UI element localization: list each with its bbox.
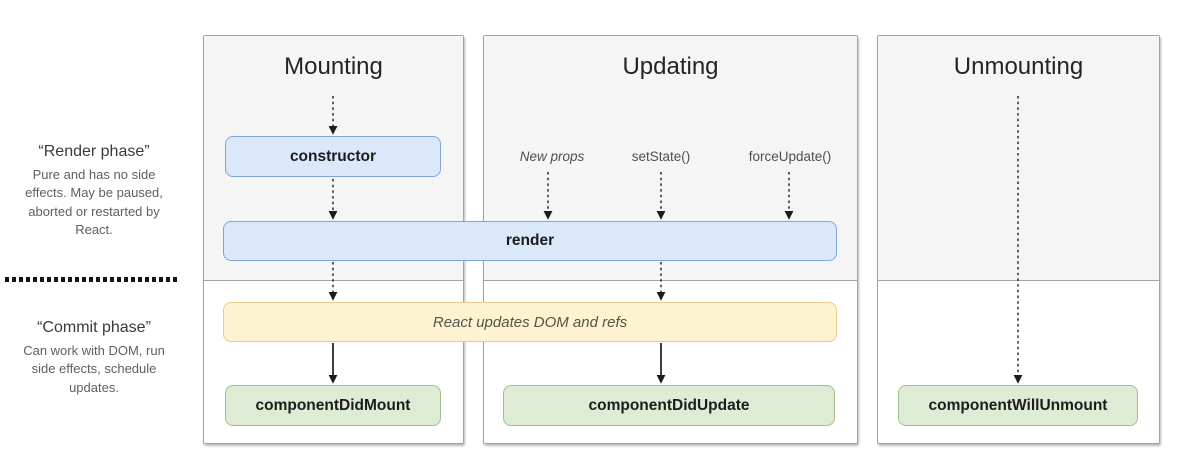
render-phase-label-block: “Render phase” Pure and has no side effe… xyxy=(6,143,182,240)
new-props-trigger-label: New props xyxy=(519,149,585,164)
unmounting-render-phase-zone: Unmounting xyxy=(878,36,1159,281)
updating-column-title: Updating xyxy=(622,53,719,80)
render-phase-title: “Render phase” xyxy=(38,143,150,160)
phase-divider-dotted-line xyxy=(5,277,180,282)
component-will-unmount-box: componentWillUnmount xyxy=(898,385,1138,426)
forceupdate-trigger-label: forceUpdate() xyxy=(748,149,832,164)
commit-phase-description: Can work with DOM, run side effects, sch… xyxy=(23,343,165,395)
mounting-column-title: Mounting xyxy=(284,53,383,80)
render-box: render xyxy=(223,221,837,261)
unmounting-column-title: Unmounting xyxy=(953,53,1084,80)
react-updates-dom-bar: React updates DOM and refs xyxy=(223,302,837,342)
unmounting-column: Unmounting xyxy=(877,35,1160,444)
component-did-mount-box: componentDidMount xyxy=(225,385,441,426)
commit-phase-label-block: “Commit phase” Can work with DOM, run si… xyxy=(6,319,182,397)
render-phase-description: Pure and has no side effects. May be pau… xyxy=(25,167,163,238)
component-did-update-box: componentDidUpdate xyxy=(503,385,835,426)
setstate-trigger-label: setState() xyxy=(631,149,691,164)
constructor-box: constructor xyxy=(225,136,441,177)
commit-phase-title: “Commit phase” xyxy=(37,319,151,336)
